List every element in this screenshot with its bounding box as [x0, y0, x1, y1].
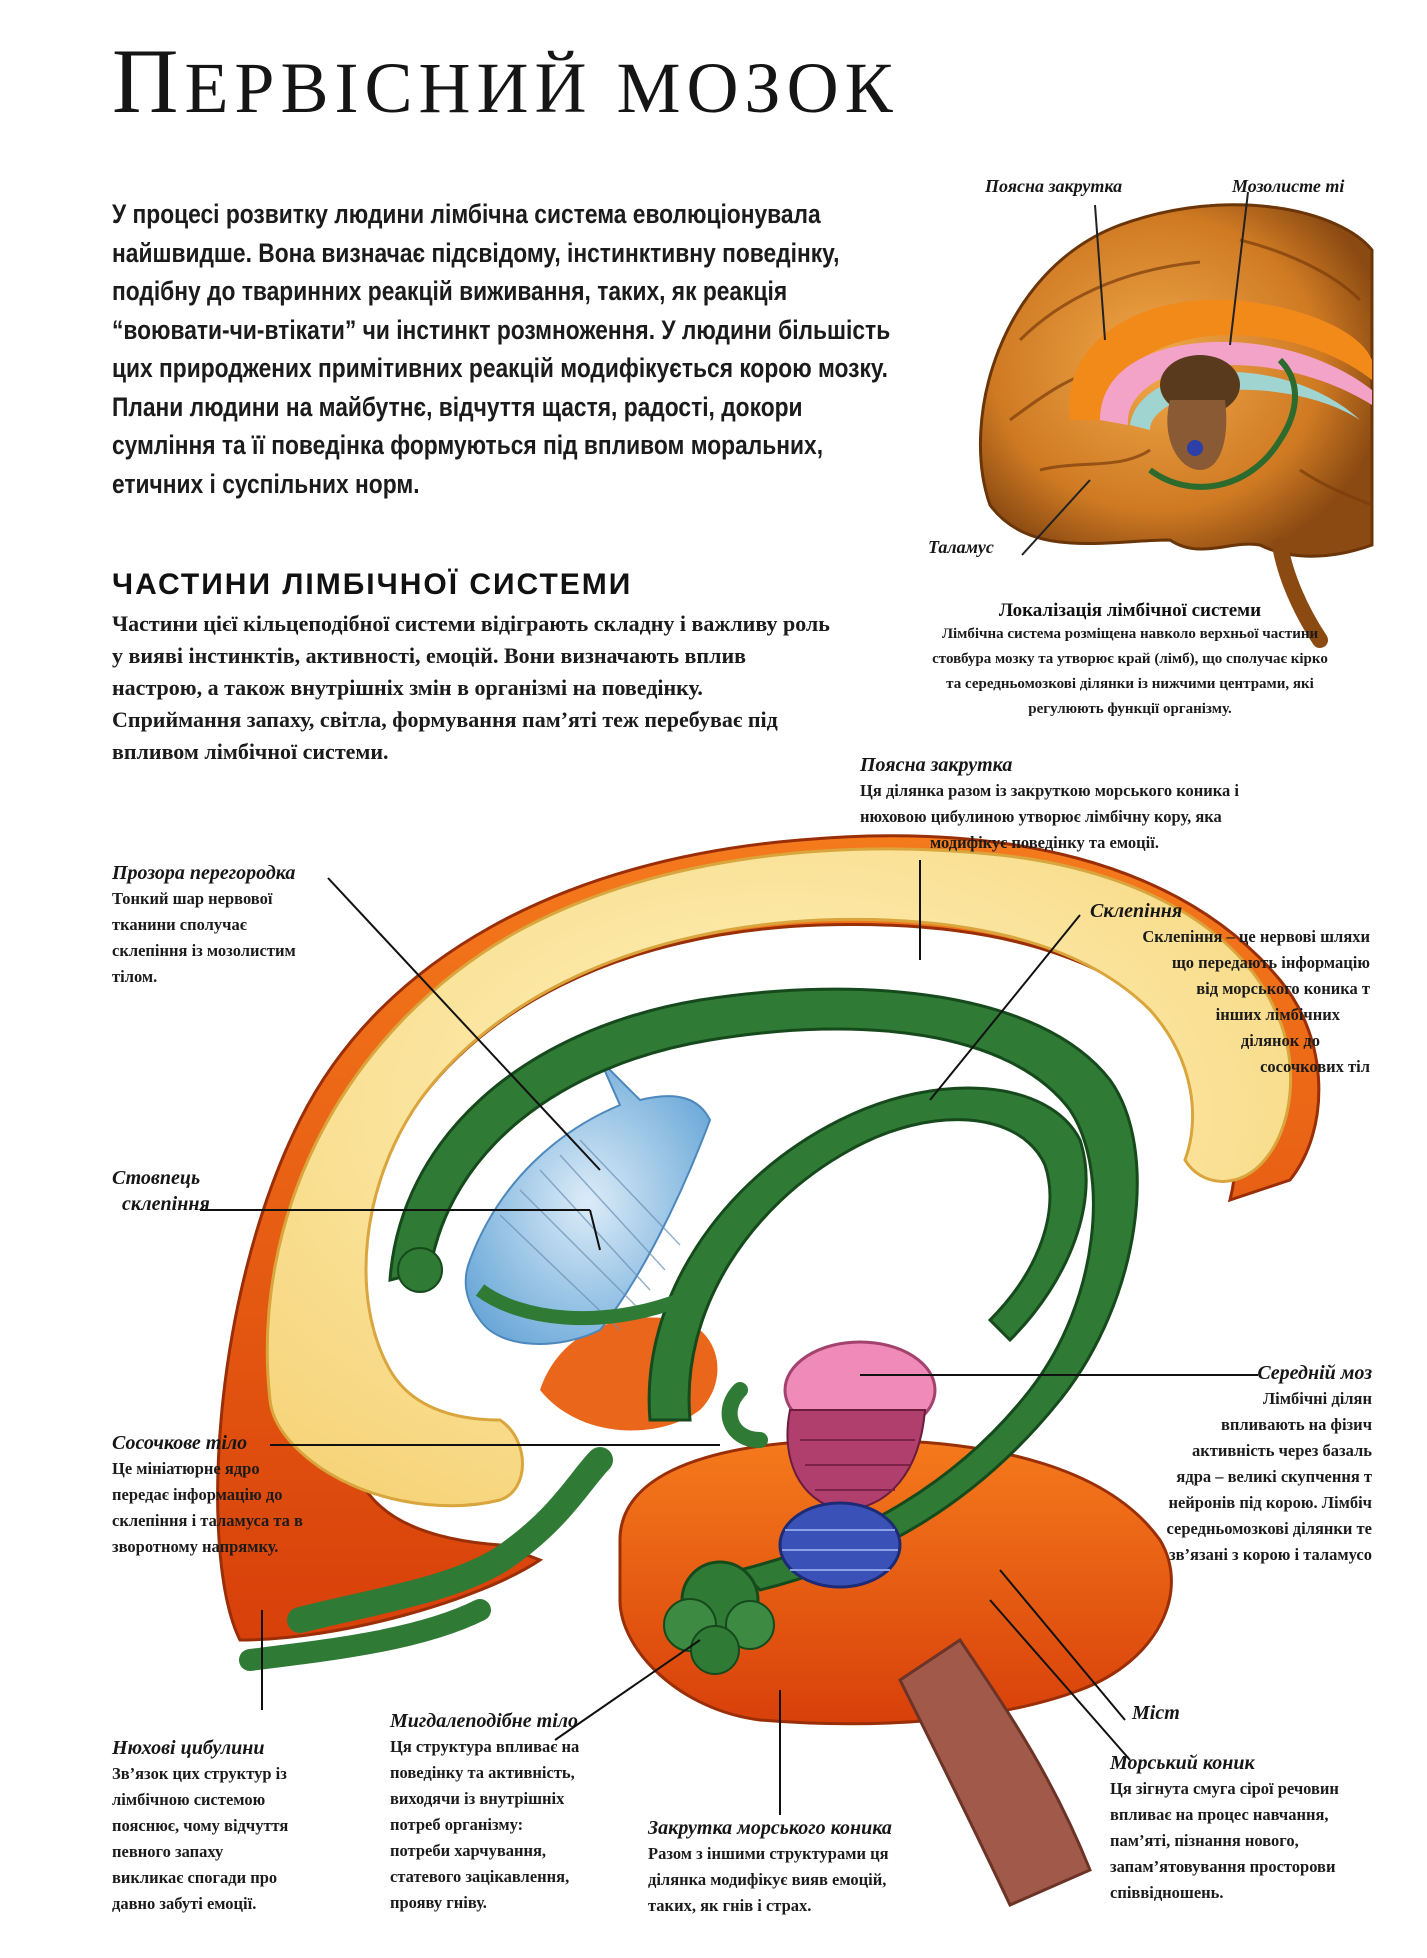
label-fornix-column: Стовпець склепіння	[112, 1165, 222, 1217]
label-septum-title: Прозора перегородка	[112, 862, 296, 884]
inset-label-callosum: Мозолисте ті	[1232, 176, 1345, 196]
label-mammillary-line: зворотному напрямку.	[112, 1537, 279, 1556]
label-mammillary-line: склепіння і таламуса та в	[112, 1511, 303, 1530]
label-midbrain-line: впливають на фізич	[1220, 1415, 1372, 1434]
label-septum-line: склепіння із мозолистим	[112, 941, 296, 960]
label-parahippocampal-line: Разом з іншими структурами ця	[648, 1844, 889, 1863]
intro-paragraph: У процесі розвитку людини лімбічна систе…	[112, 199, 891, 499]
label-cingulate-line: модифікує поведінку та емоції.	[930, 833, 1159, 852]
label-cingulate-line: Ця ділянка разом із закруткою морського …	[860, 781, 1239, 800]
label-fornix-column-title: склепіння	[122, 1193, 210, 1215]
label-mammillary: Сосочкове тіло Це мініатюрне ядро переда…	[112, 1430, 352, 1560]
fornix-ring	[388, 987, 1139, 1592]
label-septum-line: тканини сполучає	[112, 915, 247, 934]
label-midbrain-line: Лімбічні ділян	[1262, 1389, 1372, 1408]
label-parahippocampal-line: ділянка модифікує вияв емоцій,	[648, 1870, 887, 1889]
inset-brain	[978, 191, 1374, 648]
amygdala-shape	[663, 1560, 775, 1675]
label-cingulate-line: нюховою цибулиною утворює лімбічну кору,…	[860, 807, 1222, 826]
label-fornix-line: інших лімбічних	[1215, 1005, 1340, 1024]
inset-caption-title: Локалізація лімбічної системи	[998, 600, 1262, 621]
label-septum: Прозора перегородка Тонкий шар нервової …	[112, 860, 372, 990]
label-fornix-title: Склепіння	[1090, 900, 1183, 922]
label-midbrain-line: ядра – великі скупчення т	[1176, 1467, 1372, 1486]
section-heading: ЧАСТИНИ ЛІМБІЧНОЇ СИСТЕМИ	[112, 568, 633, 601]
main-diagram	[200, 834, 1321, 1907]
label-pons-title: Міст	[1132, 1702, 1180, 1724]
label-midbrain-line: зв’язані з корою і таламусо	[1169, 1545, 1372, 1564]
inset-label-cingulate: Поясна закрутка	[985, 176, 1123, 196]
label-amygdala-line: статевого зацікавлення,	[390, 1867, 570, 1886]
label-amygdala-line: потреб організму:	[390, 1815, 524, 1834]
label-olfactory-line: давно забуті емоції.	[112, 1894, 257, 1913]
label-olfactory-line: пояснює, чому відчуття	[112, 1816, 289, 1835]
label-amygdala-line: прояву гніву.	[390, 1893, 487, 1912]
label-amygdala-line: поведінку та активність,	[390, 1763, 575, 1782]
label-amygdala-line: потреби харчування,	[390, 1841, 547, 1860]
inset-caption-line: регулюють функції організму.	[1028, 701, 1232, 717]
label-parahippocampal-title: Закрутка морського коника	[648, 1817, 892, 1839]
label-fornix: Склепіння Склепіння – це нервові шляхи щ…	[1090, 898, 1370, 1080]
label-amygdala: Мигдалеподібне тіло Ця структура впливає…	[390, 1708, 630, 1916]
inset-caption-line: стовбура мозку та утворює край (лімб), щ…	[932, 651, 1328, 667]
label-olfactory-line: викликає спогади про	[112, 1868, 278, 1887]
label-fornix-column-title: Стовпець	[112, 1167, 201, 1189]
label-cingulate-title: Поясна закрутка	[860, 754, 1013, 776]
label-midbrain-line: середньомозкові ділянки те	[1166, 1519, 1373, 1538]
label-amygdala-title: Мигдалеподібне тіло	[390, 1710, 579, 1732]
label-cingulate: Поясна закрутка Ця ділянка разом із закр…	[860, 752, 1330, 856]
label-fornix-line: від морського коника т	[1196, 979, 1370, 998]
label-septum-line: Тонкий шар нервової	[112, 889, 273, 908]
label-olfactory-line: певного запаху	[112, 1842, 224, 1861]
septum-shape	[464, 1059, 712, 1345]
cingulate-band	[265, 847, 1293, 1508]
label-fornix-line: ділянок до	[1240, 1031, 1320, 1050]
label-hippocampus-line: пам’яті, пізнання нового,	[1110, 1831, 1299, 1850]
label-midbrain-line: нейронів під корою. Лімбіч	[1168, 1493, 1372, 1512]
inset-caption-line: та середньомозкові ділянки із нижчими це…	[946, 676, 1314, 692]
brain-stem	[898, 1637, 1092, 1907]
label-hippocampus-line: запам’ятовування просторови	[1110, 1857, 1336, 1876]
label-parahippocampal-line: таких, як гнів і страх.	[648, 1896, 812, 1915]
label-fornix-line: що передають інформацію	[1171, 953, 1370, 972]
label-mammillary-line: передає інформацію до	[112, 1485, 283, 1504]
label-mammillary-line: Це мініатюрне ядро	[112, 1459, 260, 1478]
inset-caption: Локалізація лімбічної системи Лімбічна с…	[870, 600, 1390, 722]
label-hippocampus-line: впливає на процес навчання,	[1110, 1805, 1329, 1824]
leader-lines	[200, 860, 1258, 1815]
label-fornix-line: Склепіння – це нервові шляхи	[1142, 927, 1370, 946]
label-hippocampus-line: співвідношень.	[1110, 1883, 1224, 1902]
label-mammillary-title: Сосочкове тіло	[112, 1432, 248, 1454]
section-paragraph: Частини цієї кільцеподібної системи віді…	[112, 611, 830, 764]
label-hippocampus-title: Морський коник	[1110, 1752, 1255, 1774]
label-hippocampus: Морський коник Ця зігнута смуга сірої ре…	[1110, 1750, 1375, 1906]
label-amygdala-line: Ця структура впливає на	[390, 1737, 580, 1756]
inset-label-thalamus: Таламус	[928, 537, 994, 557]
label-hippocampus-line: Ця зігнута смуга сірої речовин	[1110, 1779, 1339, 1798]
label-septum-line: тілом.	[112, 967, 158, 986]
label-olfactory-line: лімбічною системою	[112, 1790, 266, 1809]
label-pons: Міст	[1132, 1700, 1180, 1726]
label-midbrain: Середній моз Лімбічні ділян впливають на…	[1080, 1360, 1373, 1568]
midbrain-shape	[778, 1501, 902, 1589]
label-olfactory-title: Нюхові цибулини	[112, 1737, 265, 1759]
inset-caption-line: Лімбічна система розміщена навколо верхн…	[941, 626, 1319, 642]
label-fornix-line: сосочкових тіл	[1260, 1057, 1370, 1076]
label-olfactory-line: Зв’язок цих структур із	[112, 1764, 287, 1783]
label-midbrain-line: активність через базаль	[1191, 1441, 1372, 1460]
label-midbrain-title: Середній моз	[1257, 1362, 1372, 1384]
label-olfactory: Нюхові цибулини Зв’язок цих структур із …	[112, 1735, 342, 1917]
label-amygdala-line: виходячи із внутрішніх	[390, 1789, 565, 1808]
label-parahippocampal: Закрутка морського коника Разом з іншими…	[648, 1815, 948, 1919]
page-title: ПЕРВІСНИЙ МОЗОК	[112, 30, 899, 132]
